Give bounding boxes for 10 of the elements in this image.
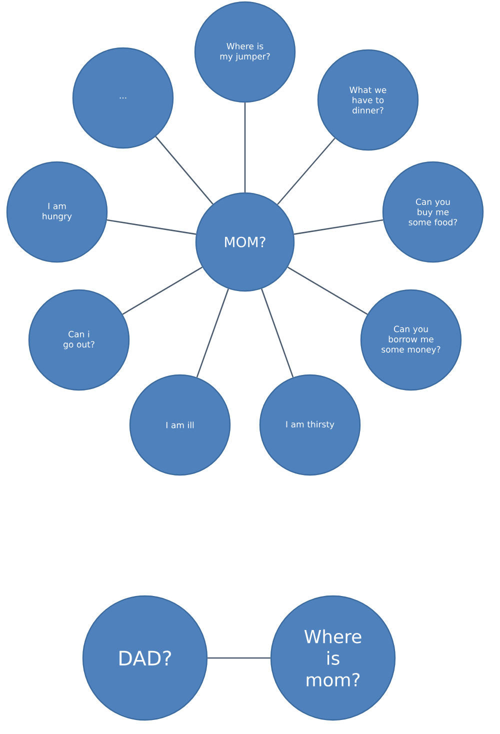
connector-line [155,136,214,205]
connector-line [260,288,294,378]
connector-line [287,266,368,315]
connector-line [294,219,384,235]
connector-line [122,266,203,315]
connector-line [276,138,336,205]
connector-line [244,102,246,192]
connector-line [196,288,230,378]
connector-line [106,219,196,235]
connector-line [208,657,270,659]
